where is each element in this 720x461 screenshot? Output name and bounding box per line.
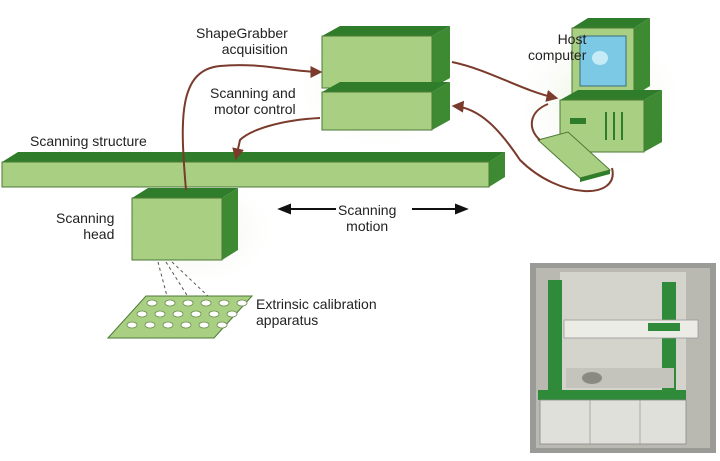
keyboard-icon (536, 131, 612, 182)
calibration-dots (126, 299, 248, 329)
label-motion-line1: Scanning (338, 202, 397, 218)
label-head-line1: Scanning (56, 210, 115, 226)
scanner-photo (530, 263, 716, 453)
label-host-line2: computer (528, 47, 587, 63)
label-motor-control: Scanning and motor control (210, 85, 296, 117)
label-calibration-line1: Extrinsic calibration (256, 296, 377, 312)
label-scanning-motion: Scanning motion (338, 202, 396, 234)
calibration-plate (106, 295, 254, 339)
laser-lines (157, 261, 211, 301)
label-acquisition-line1: ShapeGrabber (196, 25, 288, 41)
label-head-line2: head (83, 226, 115, 242)
label-host-line1: Host (557, 31, 587, 47)
label-host-computer: Host computer (528, 31, 586, 63)
label-scanning-structure: Scanning structure (30, 133, 147, 149)
cables (181, 61, 614, 193)
acquisition-box (321, 26, 450, 89)
motor-control-box (321, 82, 450, 131)
label-motion-line2: motion (346, 218, 389, 234)
computer-icon (559, 18, 662, 153)
scanning-head-box (131, 188, 238, 261)
label-scanning-structure-text: Scanning structure (30, 133, 147, 149)
label-calibration-line2: apparatus (256, 312, 319, 328)
label-calibration: Extrinsic calibration apparatus (256, 296, 377, 328)
label-acquisition: ShapeGrabber acquisition (196, 25, 288, 57)
label-acquisition-line2: acquisition (221, 41, 288, 57)
label-motor-control-line2: motor control (213, 101, 296, 117)
label-motor-control-line1: Scanning and (210, 85, 296, 101)
scanning-structure-beam (1, 152, 505, 188)
label-scanning-head: Scanning head (56, 210, 114, 242)
